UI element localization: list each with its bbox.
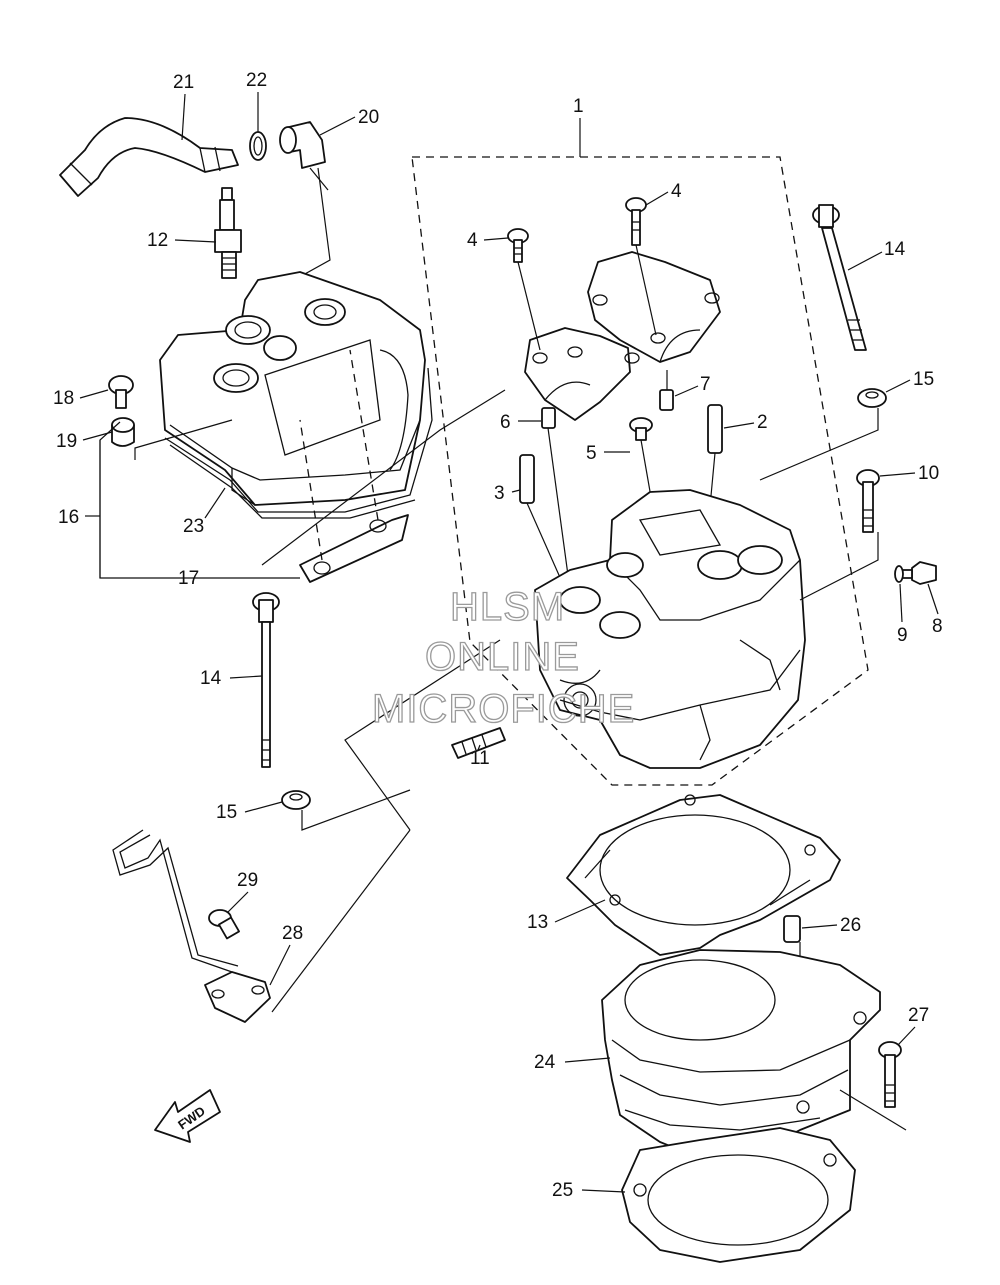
long-stud-bolt-left — [252, 592, 280, 768]
forward-arrow-icon: FWD — [154, 1089, 221, 1143]
check-bolt-gasket — [894, 565, 904, 583]
callout-10: 10 — [918, 463, 939, 484]
callout-11: 11 — [470, 748, 490, 769]
callout-23: 23 — [183, 516, 204, 537]
callout-3: 3 — [494, 483, 505, 504]
callout-15b: 15 — [216, 802, 237, 823]
watermark-line-1: HLSM — [450, 585, 565, 629]
callout-4a: 4 — [467, 230, 478, 251]
callout-25: 25 — [552, 1180, 573, 1201]
plain-washer-left — [281, 789, 411, 831]
callout-5: 5 — [586, 443, 597, 464]
callout-13: 13 — [527, 912, 548, 933]
breather-hose — [59, 117, 239, 197]
callout-14a: 14 — [884, 239, 906, 260]
oil-delivery-pipe — [112, 829, 239, 973]
callout-17: 17 — [178, 568, 199, 589]
hose-clip — [249, 131, 267, 161]
long-stud-bolt-right — [812, 204, 867, 351]
watermark: HLSM ONLINE MICROFICHE — [371, 584, 635, 731]
callout-12: 12 — [147, 230, 168, 251]
cover-grommet — [111, 417, 135, 447]
callout-21: 21 — [173, 72, 194, 93]
cylinder — [601, 949, 881, 1159]
watermark-line-2: ONLINE — [425, 635, 580, 679]
camshaft-cap-right — [587, 251, 721, 363]
cylinder-head-cover — [159, 271, 426, 506]
callout-9: 9 — [897, 625, 908, 646]
callout-4b: 4 — [671, 181, 682, 202]
callout-26: 26 — [840, 915, 861, 936]
callout-20: 20 — [358, 107, 379, 128]
callout-19: 19 — [56, 431, 77, 452]
bracket-bolt — [208, 909, 240, 940]
callout-18: 18 — [53, 388, 74, 409]
callouts: 1 21 22 20 12 4 4 14 15 7 6 2 5 10 3 18 … — [53, 70, 943, 1201]
cylinder-head-gasket — [566, 794, 841, 956]
cylinder-head — [534, 489, 806, 769]
callout-2: 2 — [757, 412, 768, 433]
check-bolt — [899, 561, 937, 585]
cover-gasket — [164, 367, 433, 519]
dowel-pin-6 — [541, 407, 571, 591]
callout-29: 29 — [237, 870, 258, 891]
head-bolt-10 — [799, 469, 880, 601]
callout-16: 16 — [58, 507, 79, 528]
pipe-bracket — [204, 971, 271, 1023]
cylinder-bolt — [839, 1041, 907, 1131]
camshaft-cap-bolt-left — [507, 228, 541, 351]
callout-15a: 15 — [913, 369, 934, 390]
dowel-pin-7 — [659, 370, 674, 411]
cylinder-head-assembly-outline — [411, 118, 869, 786]
watermark-line-3: MICROFICHE — [372, 687, 635, 731]
camshaft-cap-bolt-right — [625, 197, 657, 336]
callout-27: 27 — [908, 1005, 929, 1026]
callout-8: 8 — [932, 616, 943, 637]
exhaust-stud — [451, 727, 506, 759]
cylinder-base-gasket — [621, 1127, 856, 1263]
callout-24: 24 — [534, 1052, 556, 1073]
callout-1: 1 — [573, 96, 584, 117]
callout-28: 28 — [282, 923, 303, 944]
callout-14b: 14 — [200, 668, 222, 689]
callout-22: 22 — [246, 70, 267, 91]
callout-7: 7 — [700, 374, 711, 395]
camshaft-cap-left — [524, 327, 640, 421]
cover-bolt — [108, 375, 134, 409]
cover-plate — [299, 349, 409, 583]
spark-plug — [214, 187, 242, 279]
plain-washer-right — [759, 388, 887, 481]
callout-6: 6 — [500, 412, 511, 433]
